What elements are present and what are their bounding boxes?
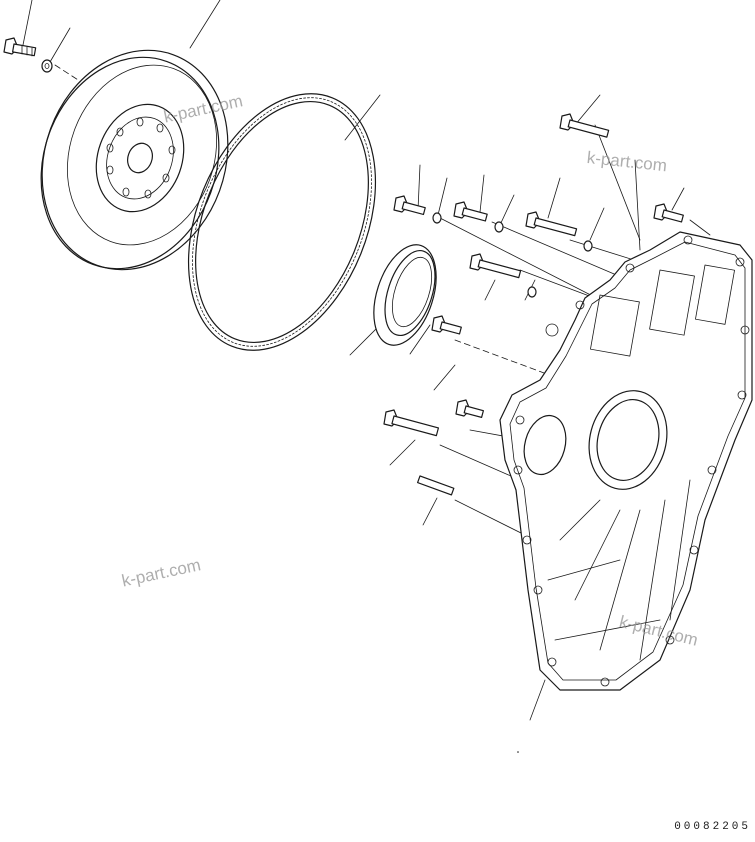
flywheel-housing [499,231,753,691]
washer [432,212,442,224]
housing-bolt [653,203,684,223]
flywheel-bolt-holes [106,117,176,199]
oil-seal [373,244,437,346]
flywheel-washer [41,59,53,73]
washer [494,221,504,233]
stud-bolt [417,475,455,496]
housing-bolt [455,399,484,419]
flywheel-bolt [3,37,37,57]
housing-bolt [383,409,440,437]
housing-bolt [393,195,426,216]
housing-bolts [383,113,684,496]
housing-bolt [453,201,488,222]
housing-bolt [431,315,462,335]
washer [583,240,593,252]
washer [527,286,537,298]
housing-bolt [525,211,578,237]
ring-gear [187,93,377,351]
stray-dot [517,751,519,753]
drawing-code: 00082205 [674,821,751,833]
housing-bolt [469,253,522,279]
housing-bolt [559,113,610,138]
flywheel [40,49,229,271]
